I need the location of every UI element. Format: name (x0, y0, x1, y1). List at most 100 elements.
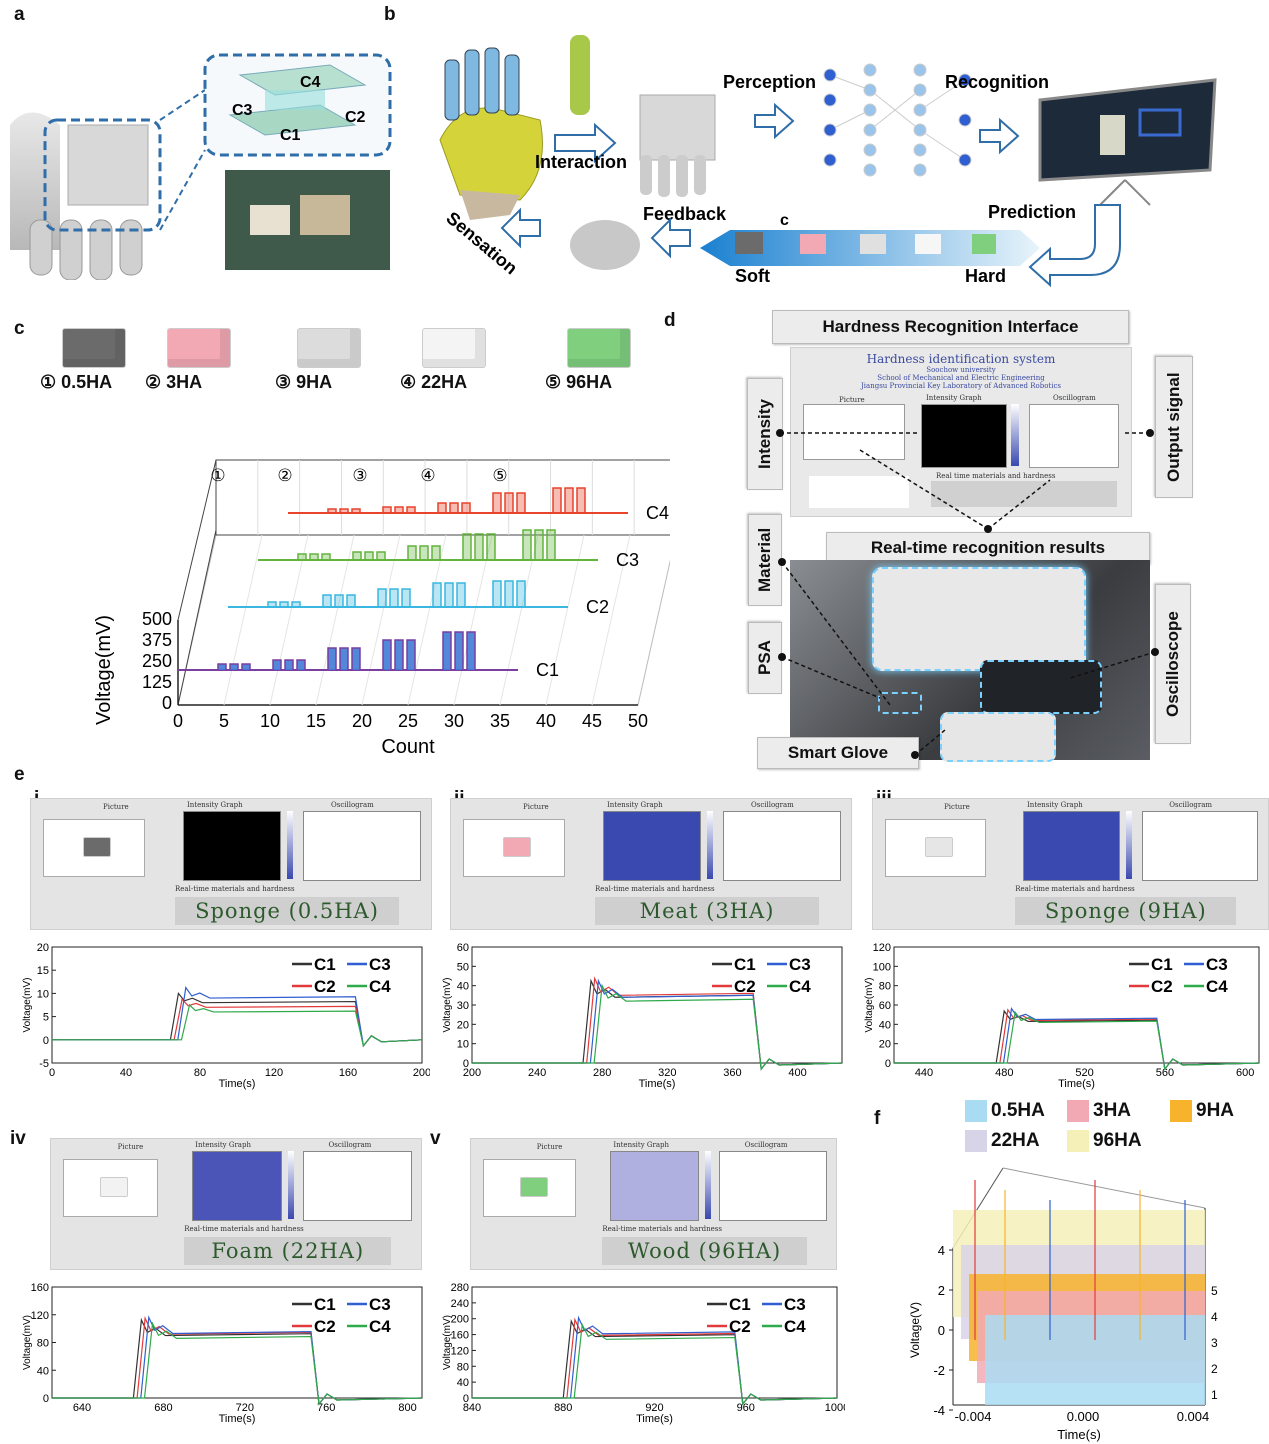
material-label-2: ② 3HA (145, 372, 203, 392)
e-result-box: Sponge (0.5HA) (175, 897, 399, 925)
c-ylabel: Voltage(mV) (93, 615, 115, 725)
screen-intensity-box (921, 404, 1007, 468)
e-ytick: 120 (451, 1345, 469, 1357)
e-legend-C2: C2 (314, 977, 336, 996)
peak-C4-1-1 (328, 509, 336, 513)
e-picture-label: Picture (944, 803, 970, 811)
material-label-3: ③ 9HA (275, 372, 333, 392)
e-intensity-label: Intensity Graph (613, 1141, 670, 1149)
trace-C3 (258, 529, 598, 561)
e-legend-C2: C2 (729, 1317, 751, 1336)
label-c3: C3 (232, 102, 253, 119)
screen-realtime-caption: Real time materials and hardness (936, 472, 1056, 480)
peak-C2-2-3 (347, 595, 355, 607)
robot-hand-illustration (10, 112, 162, 280)
screen-picture-label: Picture (839, 396, 865, 404)
f-legend-swatch (1067, 1130, 1089, 1152)
e-oscillogram-label: Oscillogram (744, 1141, 788, 1149)
e-intensity-label: Intensity Graph (195, 1141, 251, 1149)
f-ztick: 1 (1211, 1388, 1218, 1402)
e-ytick: 40 (457, 981, 469, 993)
c-xtick-5: 25 (398, 711, 418, 731)
peak-C1-4-3 (407, 640, 415, 670)
material-block-2 (167, 328, 231, 368)
peak-C1-2-2 (285, 660, 293, 670)
screen-intensity-label: Intensity Graph (926, 394, 982, 402)
e-xtick: 40 (120, 1067, 132, 1079)
e-ytick: 120 (873, 943, 891, 954)
panel-d-connectors (776, 429, 1159, 759)
e-ytick: 20 (37, 943, 49, 954)
hardness-gradient-bar (700, 230, 1040, 266)
e-intensity-box (603, 811, 701, 881)
e-legend-C3: C3 (1206, 955, 1228, 974)
robot-hand-small-icon (639, 94, 716, 197)
e-sub-label-iv: iv (10, 1128, 26, 1149)
e-picture-box (483, 1159, 577, 1217)
e-caption: Real-time materials and hardness (602, 1225, 722, 1233)
e-colorbar (704, 1151, 711, 1219)
e-legend-C4: C4 (789, 977, 811, 996)
e-chart-v: 280240200160120804008408809209601000Time… (442, 1283, 845, 1425)
channel-label-C4: C4 (646, 503, 669, 523)
label-hard: Hard (965, 266, 1006, 286)
e-picture-label: Picture (536, 1143, 563, 1151)
panel-label-c: c (14, 318, 25, 339)
e-trace-C4 (472, 1322, 838, 1406)
e-xtick: 880 (554, 1402, 572, 1414)
panel-a-illustration: C4 C3 C2 C1 (10, 53, 392, 280)
f-legend-swatch (1067, 1100, 1089, 1122)
e-ylabel: Voltage(mV) (864, 977, 875, 1032)
f-xlabel: Time(s) (1057, 1427, 1101, 1442)
software-screen: Hardness identification system Soochow u… (790, 347, 1132, 517)
label-c1: C1 (280, 127, 301, 144)
trace-C4 (288, 487, 628, 514)
e-xtick: 120 (265, 1067, 283, 1079)
f-ytick: -4 (933, 1403, 945, 1418)
e-xlabel: Time(s) (219, 1078, 256, 1090)
e-ytick: 60 (879, 1000, 891, 1012)
c-xtick-6: 30 (444, 711, 464, 731)
robot-finger-touch-icon (570, 220, 640, 270)
e-xlabel: Time(s) (639, 1078, 676, 1090)
e-legend-C3: C3 (369, 955, 391, 974)
material-block-1 (62, 328, 126, 368)
panel-b-diagram: Interaction Perception Recognition Predi… (439, 35, 1217, 288)
e-material-block (100, 1177, 128, 1197)
label-soft: Soft (735, 266, 770, 286)
e-ytick: 0 (43, 1035, 49, 1047)
c-ytick-1: 375 (142, 630, 172, 650)
e-ytick: 40 (879, 1019, 891, 1031)
peak-C4-4-3 (517, 493, 525, 513)
arrow-feedback (650, 217, 691, 259)
peak-C2-1-2 (280, 602, 288, 607)
monitor-icon (1038, 78, 1217, 206)
peak-C1-3-1 (328, 648, 336, 670)
f-legend-item-4: 22HA (965, 1130, 1040, 1152)
e-ylabel: Voltage(mV) (442, 1315, 453, 1370)
f-xtick: 0.004 (1177, 1409, 1210, 1424)
university-logo (809, 476, 909, 508)
peak-C1-5-3 (467, 632, 475, 670)
photo-glove (940, 712, 1056, 762)
label-recognition: Recognition (945, 72, 1049, 92)
f-xtick: 0.000 (1067, 1409, 1100, 1424)
peak-C4-4-1 (493, 493, 501, 513)
peak-C3-2-1 (353, 552, 361, 560)
e-oscillogram-box (723, 811, 841, 881)
peak-C2-1-3 (292, 602, 300, 607)
e-intensity-label: Intensity Graph (607, 801, 663, 809)
smart-glove-icon (439, 47, 543, 220)
f-ylabel: Voltage(V) (908, 1302, 922, 1358)
e-legend-C2: C2 (314, 1317, 336, 1336)
e-material-block (519, 1177, 548, 1197)
e-trace-C3 (894, 1007, 1260, 1071)
f-ytick: -2 (933, 1363, 945, 1378)
e-oscillogram-label: Oscillogram (751, 801, 794, 809)
e-legend-C1: C1 (729, 1295, 751, 1314)
e-xtick: 480 (995, 1067, 1013, 1079)
photo-psa (878, 692, 922, 714)
peak-C2-1-1 (268, 602, 276, 607)
